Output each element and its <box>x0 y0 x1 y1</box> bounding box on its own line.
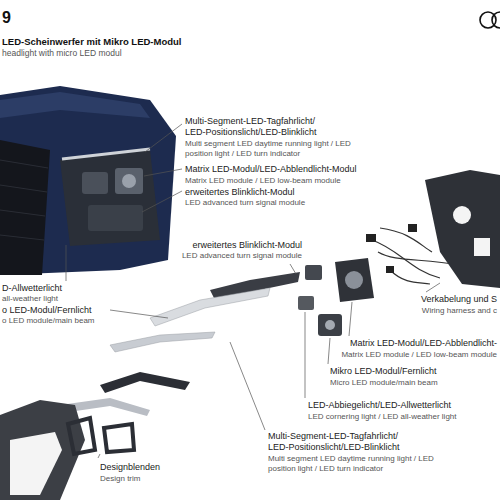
part-name: Matrix LED-Modul/LED-Abblendlicht- <box>350 338 497 349</box>
part-name-en: Matrix LED module / LED low-beam module <box>185 176 341 186</box>
cornering-module <box>298 296 314 310</box>
part-name: erweitertes Blinklicht-Modul <box>185 187 295 198</box>
part-name: Mikro LED-Modul/Fernlicht <box>330 366 437 377</box>
leader-line <box>349 302 352 336</box>
logo-rings <box>480 12 500 28</box>
housing-opening <box>474 238 490 256</box>
module-lens <box>325 320 335 330</box>
part-name: Multi-Segment-LED-Tagfahrlicht/ LED-Posi… <box>185 116 325 138</box>
part-name-en: LED advanced turn signal module <box>182 251 302 261</box>
leader-line <box>426 283 440 292</box>
design-trim <box>104 424 134 452</box>
part-name-en: LED advanced turn signal module <box>185 198 305 208</box>
part-name: Multi-Segment-LED-Tagfahrlicht/ LED-Posi… <box>268 431 408 453</box>
housing-opening <box>453 206 471 224</box>
leader-line <box>230 342 265 430</box>
part-name: Verkabelung und S <box>421 294 497 305</box>
headlight-module <box>88 205 143 231</box>
grille-bars <box>0 160 48 240</box>
wire-connector <box>366 234 376 242</box>
headlight <box>60 150 160 246</box>
part-name: D-Allwetterlicht <box>2 283 62 294</box>
grille-bar <box>0 235 44 240</box>
leader-line <box>98 454 100 458</box>
leader-line <box>110 310 168 318</box>
wire <box>390 270 430 284</box>
leader-line <box>290 264 296 274</box>
leader-line <box>66 245 67 281</box>
leader-line <box>328 338 330 364</box>
light-strip <box>150 288 270 326</box>
part-name-en: all-weather light <box>2 294 58 304</box>
part-name-en: Design trim <box>100 474 140 484</box>
leader-line <box>144 169 182 176</box>
wire-connector <box>386 266 394 273</box>
diagram-subtitle: headlight with micro LED modul <box>2 48 122 58</box>
design-trim <box>68 418 95 454</box>
part-name: erweitertes Blinklicht-Modul <box>192 240 302 251</box>
part-name-en: Multi segment LED daytime running light … <box>185 139 360 158</box>
diagram-title: LED-Scheinwerfer mit Mikro LED-Modul <box>2 36 181 47</box>
part-name-en: Micro LED module/main beam <box>330 378 438 388</box>
turn-signal-module <box>305 265 322 280</box>
part-name-en: o LED module/main beam <box>2 316 95 326</box>
leader-line <box>145 124 182 152</box>
part-name-en: Wiring harness and c <box>422 306 497 316</box>
headlight-module <box>82 172 108 194</box>
leader-line <box>305 312 306 398</box>
rear-housing <box>425 170 500 288</box>
part-name: o LED-Modul/Fernlicht <box>2 305 92 316</box>
grille-bar <box>0 210 45 216</box>
car-body <box>0 86 176 275</box>
part-name-en: Matrix LED module / LED low-beam module <box>341 350 497 360</box>
hood-highlight <box>0 92 150 118</box>
model-number: 9 <box>2 8 11 27</box>
part-name-en: LED cornering light / LED all-weather li… <box>308 412 457 422</box>
light-strip <box>110 332 215 352</box>
part-name-en: Multi segment LED daytime running light … <box>268 454 448 473</box>
housing-opening <box>10 432 62 495</box>
headlight-module <box>115 168 143 194</box>
part-name: LED-Abbiegelicht/LED-Allwetterlicht <box>308 400 451 411</box>
grille-bar <box>0 160 48 168</box>
part-name: Designblenden <box>100 462 160 473</box>
matrix-module <box>335 258 374 302</box>
grille <box>0 140 50 275</box>
leader-line <box>142 191 182 212</box>
logo-ring <box>492 12 500 28</box>
micro-led-module <box>318 314 342 336</box>
wire-connector <box>408 224 417 232</box>
grille-bar <box>0 185 47 192</box>
drl-strip-part <box>100 372 190 393</box>
module-lens <box>345 271 363 289</box>
headlight-lens <box>122 174 136 188</box>
drl-strip <box>62 149 150 159</box>
part-name: Matrix LED-Modul/LED-Abblendlicht-Modul <box>185 164 357 175</box>
wire <box>380 228 432 252</box>
